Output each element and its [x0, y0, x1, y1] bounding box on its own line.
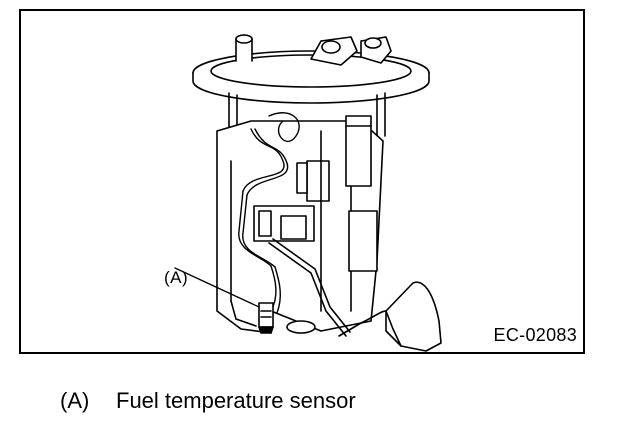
top-fittings	[235, 34, 392, 66]
figure-frame: (A) EC-02083	[19, 9, 585, 354]
pump-body	[216, 115, 384, 334]
pump-base	[230, 300, 316, 334]
callout-label-a: (A)	[164, 268, 189, 287]
legend-key: (A)	[60, 388, 90, 413]
figure-code: EC-02083	[493, 325, 577, 345]
legend-text: Fuel temperature sensor	[116, 388, 356, 413]
legend: (A) Fuel temperature sensor	[60, 388, 356, 414]
fuel-level-float	[268, 238, 442, 352]
fuel-temperature-sensor	[258, 302, 274, 334]
flange-plate	[192, 50, 430, 104]
fuel-pump-assembly-drawing	[174, 34, 442, 352]
legend-item: (A) Fuel temperature sensor	[60, 388, 356, 414]
callout-leader-line	[174, 267, 260, 308]
